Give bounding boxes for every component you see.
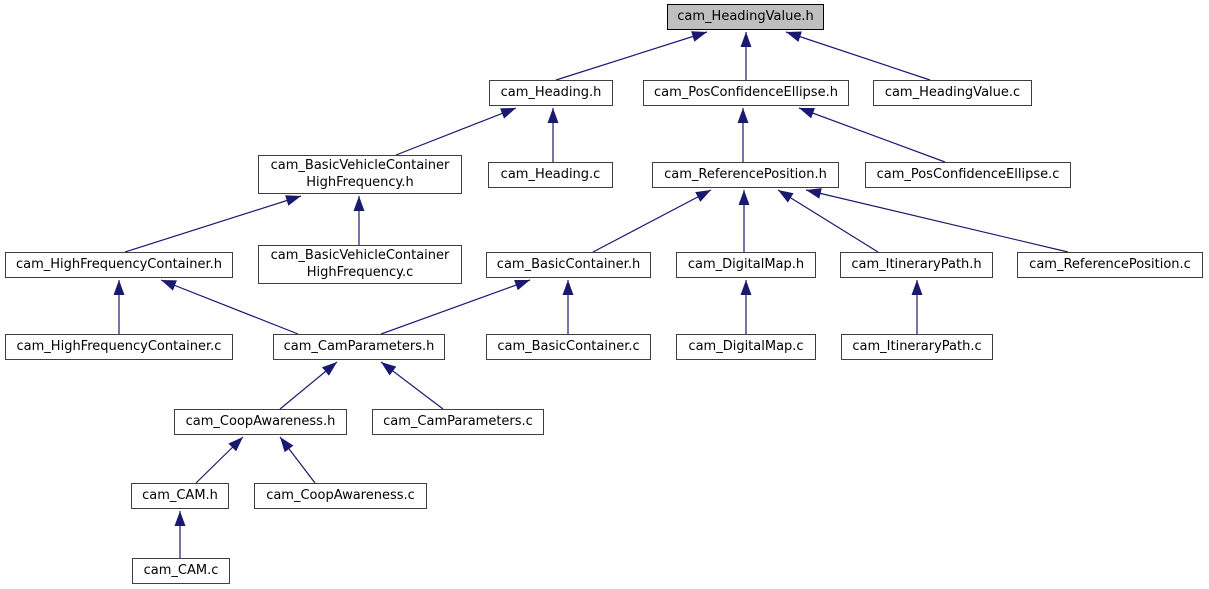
graph-node-cam-itinerarypath-c[interactable]: cam_ItineraryPath.c	[841, 334, 993, 360]
graph-node-label: cam_PosConfidenceEllipse.h	[654, 84, 838, 100]
edge-cam-posconfidenceellipse-c-to-cam-posconfidenceellipse-h	[798, 107, 946, 163]
graph-node-label: cam_DigitalMap.c	[688, 338, 804, 354]
edge-cam-camparameters-h-to-cam-highfrequencycontainer-h	[160, 279, 299, 335]
graph-node-cam-highfrequencycontainer-c[interactable]: cam_HighFrequencyContainer.c	[5, 334, 233, 360]
graph-node-label: cam_Heading.h	[500, 84, 602, 100]
graph-node-cam-itinerarypath-h[interactable]: cam_ItineraryPath.h	[840, 252, 993, 278]
graph-node-cam-headingvalue-h[interactable]: cam_HeadingValue.h	[667, 4, 824, 30]
graph-node-cam-referenceposition-c[interactable]: cam_ReferencePosition.c	[1017, 252, 1203, 278]
graph-node-cam-digitalmap-h[interactable]: cam_DigitalMap.h	[676, 252, 816, 278]
edge-cam-basicvehiclecontainerhighfrequency-h-to-cam-heading-h	[395, 107, 517, 156]
graph-node-cam-headingvalue-c[interactable]: cam_HeadingValue.c	[873, 80, 1032, 106]
graph-node-cam-basicvehiclecontainerhighfrequency-c[interactable]: cam_BasicVehicleContainer HighFrequency.…	[258, 245, 462, 284]
graph-node-cam-posconfidenceellipse-h[interactable]: cam_PosConfidenceEllipse.h	[643, 80, 849, 106]
graph-node-label: cam_ItineraryPath.h	[851, 256, 982, 272]
graph-node-cam-camparameters-h[interactable]: cam_CamParameters.h	[273, 334, 445, 360]
edge-cam-highfrequencycontainer-h-to-cam-basicvehiclecontainerhighfrequency-h	[124, 195, 302, 253]
edge-cam-basiccontainer-h-to-cam-referenceposition-h	[592, 189, 712, 253]
edge-cam-heading-h-to-cam-headingvalue-h	[555, 31, 708, 81]
graph-node-label: cam_CAM.h	[142, 487, 218, 503]
graph-node-label: cam_CamParameters.h	[283, 338, 435, 354]
graph-node-label: cam_HeadingValue.c	[884, 84, 1021, 100]
edge-cam-itinerarypath-h-to-cam-referenceposition-h	[777, 189, 879, 253]
edge-cam-camparameters-h-to-cam-basiccontainer-h	[380, 279, 531, 335]
graph-node-cam-basiccontainer-h[interactable]: cam_BasicContainer.h	[486, 252, 651, 278]
graph-node-label: cam_ItineraryPath.c	[852, 338, 982, 354]
graph-node-label: cam_CoopAwareness.c	[266, 487, 415, 503]
graph-node-label: cam_BasicVehicleContainer HighFrequency.…	[270, 248, 450, 280]
graph-node-label: cam_BasicContainer.h	[496, 256, 641, 272]
graph-node-cam-basiccontainer-c[interactable]: cam_BasicContainer.c	[486, 334, 651, 360]
graph-node-cam-heading-c[interactable]: cam_Heading.c	[488, 162, 613, 188]
graph-node-cam-cam-h[interactable]: cam_CAM.h	[131, 483, 229, 509]
graph-node-cam-cam-c[interactable]: cam_CAM.c	[132, 558, 230, 584]
graph-node-cam-highfrequencycontainer-h[interactable]: cam_HighFrequencyContainer.h	[5, 252, 233, 278]
graph-node-cam-coopawareness-c[interactable]: cam_CoopAwareness.c	[254, 483, 427, 509]
graph-node-label: cam_BasicVehicleContainer HighFrequency.…	[270, 158, 450, 190]
graph-node-label: cam_HeadingValue.h	[677, 8, 814, 24]
graph-node-label: cam_ReferencePosition.h	[664, 166, 827, 182]
graph-node-label: cam_BasicContainer.c	[497, 338, 640, 354]
edge-cam-coopawareness-h-to-cam-camparameters-h	[279, 361, 338, 410]
graph-node-label: cam_CamParameters.c	[383, 413, 533, 429]
graph-node-cam-digitalmap-c[interactable]: cam_DigitalMap.c	[676, 334, 816, 360]
edge-cam-headingvalue-c-to-cam-headingvalue-h	[785, 31, 931, 81]
edge-cam-coopawareness-c-to-cam-coopawareness-h	[279, 436, 316, 484]
graph-node-cam-posconfidenceellipse-c[interactable]: cam_PosConfidenceEllipse.c	[865, 162, 1071, 188]
edge-cam-referenceposition-c-to-cam-referenceposition-h	[805, 188, 1069, 253]
graph-node-cam-camparameters-c[interactable]: cam_CamParameters.c	[372, 409, 544, 435]
graph-node-label: cam_CAM.c	[143, 562, 219, 578]
graph-node-cam-basicvehiclecontainerhighfrequency-h[interactable]: cam_BasicVehicleContainer HighFrequency.…	[258, 155, 462, 194]
graph-node-cam-referenceposition-h[interactable]: cam_ReferencePosition.h	[652, 162, 839, 188]
graph-node-label: cam_DigitalMap.h	[687, 256, 805, 272]
edge-group	[113, 31, 1069, 558]
edge-cam-camparameters-c-to-cam-camparameters-h	[380, 361, 444, 410]
graph-node-label: cam_HighFrequencyContainer.c	[16, 338, 222, 354]
graph-node-cam-coopawareness-h[interactable]: cam_CoopAwareness.h	[174, 409, 347, 435]
graph-node-label: cam_Heading.c	[500, 166, 601, 182]
edge-cam-cam-h-to-cam-coopawareness-h	[195, 436, 244, 484]
graph-node-label: cam_HighFrequencyContainer.h	[15, 256, 223, 272]
graph-node-label: cam_ReferencePosition.c	[1029, 256, 1191, 272]
graph-node-label: cam_PosConfidenceEllipse.c	[876, 166, 1060, 182]
graph-node-label: cam_CoopAwareness.h	[185, 413, 336, 429]
graph-node-cam-heading-h[interactable]: cam_Heading.h	[489, 80, 613, 106]
